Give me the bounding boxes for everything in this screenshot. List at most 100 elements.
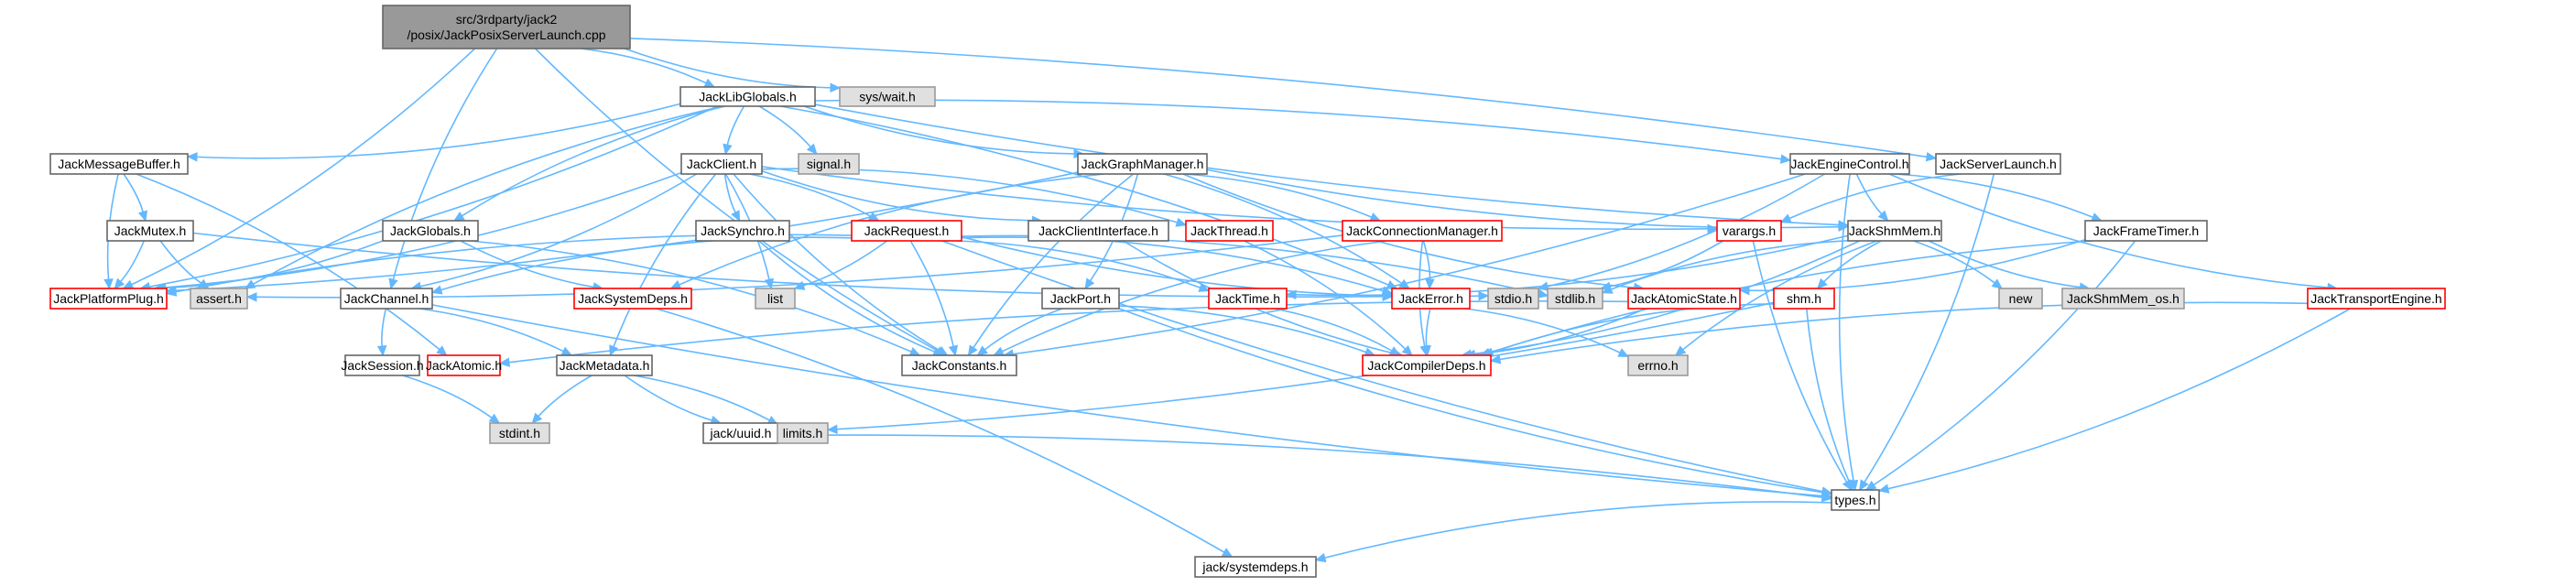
node-shmmemos: JackShmMem_os.h (2061, 288, 2185, 310)
edge-graphmanager-to-constants (967, 173, 1134, 357)
node-label: JackConnectionManager.h (1346, 223, 1498, 238)
edge-metadata-to-uuid (624, 375, 723, 425)
node-transport[interactable]: JackTransportEngine.h (2307, 288, 2446, 310)
node-synchro[interactable]: JackSynchro.h (695, 220, 790, 242)
edge-channel-to-session (376, 308, 387, 357)
edge-arrowhead (376, 345, 387, 357)
node-box (1627, 354, 1689, 376)
node-msgbuffer[interactable]: JackMessageBuffer.h (49, 153, 189, 175)
node-stdint: stdint.h (489, 422, 550, 444)
edge-arrowhead (165, 285, 177, 296)
edge-serverlaunch-to-types (1859, 173, 1995, 492)
node-label: JackAtomicState.h (1631, 291, 1737, 306)
edge-arrowhead (1388, 346, 1401, 356)
edge-uuid-to-types (777, 434, 1833, 503)
node-session[interactable]: JackSession.h (341, 354, 424, 376)
edge-libglobals-to-error (779, 105, 1398, 289)
node-clientinterface[interactable]: JackClientInterface.h (1027, 220, 1169, 242)
edge-arrowhead (560, 346, 573, 356)
edge-libglobals-to-msgbuffer (186, 103, 681, 162)
node-types[interactable]: types.h (1831, 489, 1880, 511)
edge-channel-to-types (431, 304, 1833, 501)
node-root[interactable]: src/3rdparty/jack2/posix/JackPosixServer… (382, 5, 631, 49)
node-jsystemdeps[interactable]: jack/systemdeps.h (1194, 556, 1317, 578)
node-systemdeps[interactable]: JackSystemDeps.h (573, 288, 692, 310)
node-uuid[interactable]: jack/uuid.h (702, 422, 779, 444)
node-client[interactable]: JackClient.h (680, 153, 763, 175)
edge-line (613, 173, 717, 347)
node-frametimer[interactable]: JackFrameTimer.h (2084, 220, 2208, 242)
node-box (1027, 220, 1169, 242)
node-box (340, 288, 433, 310)
edge-arrowhead (137, 210, 148, 223)
edge-arrowhead (531, 412, 543, 424)
node-varargs[interactable]: varargs.h (1716, 220, 1782, 242)
node-label: /posix/JackPosixServerLaunch.cpp (407, 27, 605, 42)
edge-root-to-serverlaunch (629, 38, 1938, 162)
edge-libglobals-to-shmmem (814, 103, 1850, 230)
node-label: src/3rdparty/jack2 (456, 12, 558, 27)
edge-line (1838, 173, 1854, 482)
edge-arrowhead (1314, 552, 1327, 563)
edge-line (1244, 240, 1407, 350)
node-box (427, 354, 501, 376)
node-shmmem[interactable]: JackShmMem.h (1847, 220, 1942, 242)
node-label: JackLibGlobals.h (699, 90, 797, 104)
node-label: JackShmMem.h (1849, 223, 1940, 238)
edge-arrowhead (976, 345, 988, 356)
edge-line (1002, 240, 1388, 353)
edge-arrowhead (1844, 479, 1853, 492)
node-signal: signal.h (798, 153, 860, 175)
edge-line (726, 105, 745, 146)
node-atomicstate[interactable]: JackAtomicState.h (1627, 288, 1741, 310)
node-constants[interactable]: JackConstants.h (901, 354, 1017, 376)
node-enginecontrol[interactable]: JackEngineControl.h (1789, 153, 1910, 175)
node-shm[interactable]: shm.h (1773, 288, 1835, 310)
node-box (49, 153, 189, 175)
edge-line (1806, 308, 1850, 483)
node-box (1998, 288, 2043, 310)
node-connmanager[interactable]: JackConnectionManager.h (1342, 220, 1503, 242)
node-libglobals[interactable]: JackLibGlobals.h (679, 86, 816, 107)
node-label: JackTransportEngine.h (2310, 291, 2441, 306)
node-platformplug[interactable]: JackPlatformPlug.h (49, 288, 168, 310)
edge-synchro-to-constants (758, 240, 944, 356)
node-serverlaunch[interactable]: JackServerLaunch.h (1935, 153, 2061, 175)
node-thread[interactable]: JackThread.h (1185, 220, 1274, 242)
edge-libglobals-to-signal (758, 105, 818, 155)
node-box (382, 220, 479, 242)
node-compilerdeps[interactable]: JackCompilerDeps.h (1362, 354, 1492, 376)
node-mutex[interactable]: JackMutex.h (106, 220, 194, 242)
edge-arrowhead (830, 82, 842, 93)
edge-line (1752, 240, 1848, 483)
edge-arrowhead (186, 152, 198, 162)
edge-mutex-to-assert (159, 240, 210, 289)
edge-line (779, 105, 1389, 286)
edge-arrowhead (1221, 548, 1234, 558)
edge-line (973, 173, 1134, 349)
node-box (851, 220, 962, 242)
edge-line (508, 300, 1629, 364)
node-box (1627, 288, 1741, 310)
edge-types-to-jsystemdeps (1314, 501, 1832, 563)
node-channel[interactable]: JackChannel.h (340, 288, 433, 310)
node-box (344, 354, 420, 376)
node-label: list (767, 291, 783, 306)
edge-line (761, 166, 1709, 231)
node-atomic[interactable]: JackAtomic.h (426, 354, 502, 376)
node-port[interactable]: JackPort.h (1041, 288, 1120, 310)
edge-line (196, 103, 681, 159)
node-stdio: stdio.h (1487, 288, 1539, 310)
edge-line (814, 103, 1840, 226)
node-request[interactable]: JackRequest.h (851, 220, 962, 242)
node-error[interactable]: JackError.h (1391, 288, 1471, 310)
node-time[interactable]: JackTime.h (1208, 288, 1288, 310)
node-metadata[interactable]: JackMetadata.h (556, 354, 653, 376)
node-globals[interactable]: JackGlobals.h (382, 220, 479, 242)
edge-error-to-compilerdeps (1421, 308, 1431, 357)
edge-line (1855, 173, 1883, 215)
edge-metadata-to-stdint (531, 375, 592, 424)
node-graphmanager[interactable]: JackGraphManager.h (1077, 153, 1208, 175)
node-box (382, 5, 631, 49)
edge-line (165, 240, 384, 289)
